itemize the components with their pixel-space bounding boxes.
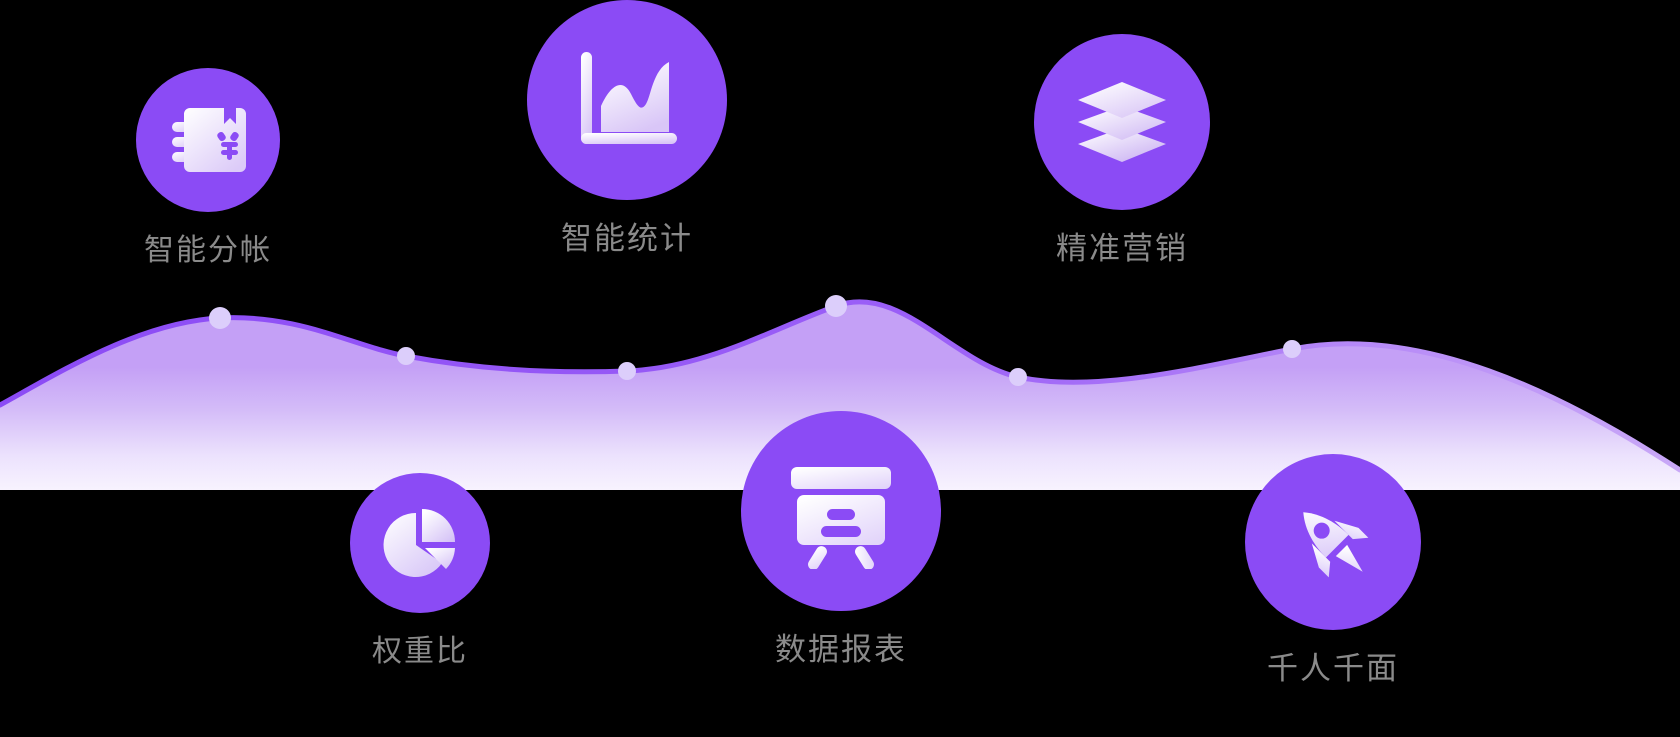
feature-label: 权重比 (372, 635, 468, 668)
wave-markers (209, 295, 1301, 386)
wave-marker (1283, 340, 1301, 358)
feature-label: 精准营销 (1056, 231, 1188, 266)
feature-label: 智能分帐 (144, 234, 272, 267)
notebook-yen-icon (172, 108, 246, 172)
feature-icon-badge[interactable] (527, 0, 727, 200)
feature-precision-marketing[interactable]: 精准营销 (972, 34, 1272, 266)
feature-weight-ratio[interactable]: 权重比 (270, 473, 570, 668)
feature-smart-ledger[interactable]: 智能分帐 (58, 68, 358, 267)
feature-label: 千人千面 (1267, 651, 1399, 686)
layers-icon (1078, 82, 1166, 162)
feature-label: 数据报表 (775, 632, 907, 667)
feature-icon-badge[interactable] (350, 473, 490, 613)
wave-marker (825, 295, 847, 317)
feature-icon-badge[interactable] (1034, 34, 1210, 210)
area-chart-icon (581, 52, 677, 144)
wave-marker (1009, 368, 1027, 386)
feature-icon-badge[interactable] (741, 411, 941, 611)
feature-label: 智能统计 (561, 221, 693, 256)
rocket-icon (1303, 512, 1369, 578)
wave-marker (618, 362, 636, 380)
feature-data-report[interactable]: 数据报表 (691, 411, 991, 667)
feature-smart-statistics[interactable]: 智能统计 (477, 0, 777, 256)
feature-thousand-faces[interactable]: 千人千面 (1183, 454, 1483, 686)
pie-chart-icon (383, 509, 455, 577)
wave-marker (397, 347, 415, 365)
feature-icon-badge[interactable] (136, 68, 280, 212)
feature-icon-badge[interactable] (1245, 454, 1421, 630)
presentation-board-icon (791, 467, 891, 569)
wave-marker (209, 307, 231, 329)
